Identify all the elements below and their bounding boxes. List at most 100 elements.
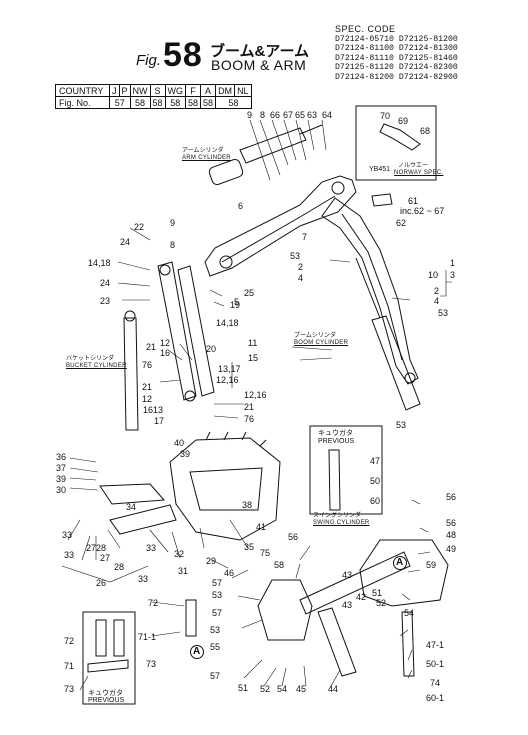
norway-box <box>355 105 437 181</box>
pin-prev-73 <box>87 659 129 673</box>
part-label: 4 <box>298 273 304 283</box>
figure-prefix: Fig. <box>136 52 162 69</box>
norway-code: YB451 <box>369 166 391 173</box>
boom-pin-hole <box>404 372 416 384</box>
part-label: 53 <box>290 251 301 261</box>
part-label: 74 <box>430 678 441 688</box>
part-label: 65 <box>295 110 306 120</box>
norway-label-jp: ノルウエー <box>398 163 429 169</box>
boom-cylinder-rod <box>355 257 381 319</box>
part-label: 9 <box>247 110 253 120</box>
part-label: 47-1 <box>426 640 445 650</box>
part-label: 68 <box>420 126 431 136</box>
part-label: 59 <box>426 560 437 570</box>
pin-prev-72 <box>95 619 107 657</box>
part-label: 3 <box>450 270 456 280</box>
part-label: 75 <box>260 548 271 558</box>
part-label: 66 <box>270 110 281 120</box>
part-label: 51 <box>372 588 383 598</box>
part-label: 27 <box>100 553 111 563</box>
part-label: 73 <box>64 684 75 694</box>
part-label: 36 <box>56 452 67 462</box>
leader-lines <box>67 119 431 689</box>
part-label: 49 <box>446 544 457 554</box>
part-label: 53 <box>438 308 449 318</box>
bucket-inner <box>189 467 263 511</box>
part-label: 14,18 <box>216 318 239 328</box>
swing-cylinder <box>299 551 411 615</box>
arm-inner-line <box>221 195 336 263</box>
part-label: 1 <box>450 258 456 268</box>
boom-inner-line <box>341 213 403 361</box>
previous-box-top <box>309 425 383 515</box>
pin-44 <box>317 607 357 677</box>
part-label: 23 <box>100 296 111 306</box>
part-label: 41 <box>256 522 267 532</box>
part-label: 50-1 <box>426 659 445 669</box>
part-label: 33 <box>138 574 149 584</box>
part-label: 40 <box>174 438 185 448</box>
part-label: 12,16 <box>216 375 239 385</box>
part-label: 42 <box>356 592 367 602</box>
part-label: 53 <box>212 590 223 600</box>
arm-cylinder-end <box>208 158 244 186</box>
swing-cylinder-label-en: SWING CYLINDER <box>313 520 370 526</box>
part-label: 28 <box>96 543 107 553</box>
spec-code-line: D72124-05710 D72125-81200 <box>335 34 458 44</box>
previous-label-en: PREVIOUS <box>318 438 355 445</box>
part-label: 57 <box>212 578 223 588</box>
part-label: 63 <box>307 110 318 120</box>
part-label: 39 <box>56 474 67 484</box>
part-label: 76 <box>142 360 153 370</box>
part-label: 71 <box>64 661 75 671</box>
part-label: 54 <box>277 684 288 694</box>
part-label: 67 <box>283 110 294 120</box>
previous-box-bottom <box>82 611 136 705</box>
pin-47 <box>328 449 341 511</box>
boom-cylinder-label-jp: ブームシリンダ <box>294 333 336 339</box>
part-label: 15 <box>248 353 259 363</box>
part-label: 27 <box>86 543 97 553</box>
part-label: 37 <box>56 463 67 473</box>
part-label: 70 <box>380 111 391 121</box>
spec-code-line: D72124-81200 D72124-82900 <box>335 72 458 82</box>
part-label: 19 <box>230 300 241 310</box>
arm-cylinder-label-en: ARM CYLINDER <box>182 155 231 161</box>
part-label: 13,17 <box>218 364 241 374</box>
circle-marker-letter: A <box>193 646 201 657</box>
part-label: 14,18 <box>88 258 111 268</box>
link-pin-hole <box>159 264 171 276</box>
arm-cylinder-body <box>239 127 307 164</box>
bucket-outline <box>169 437 281 541</box>
part-label: 17 <box>154 416 165 426</box>
part-label: 2 <box>434 286 440 296</box>
figure-title-english: BOOM & ARM <box>211 57 307 73</box>
lower-link <box>99 483 166 505</box>
part-label: 32 <box>174 549 185 559</box>
part-label: 52 <box>376 598 387 608</box>
part-label: 8 <box>260 110 266 120</box>
part-label: 64 <box>322 110 333 120</box>
bucket-cylinder-body <box>123 317 139 431</box>
arm-cylinder-rod <box>299 124 323 135</box>
norway-pin <box>379 123 421 151</box>
circle-marker-a-left <box>190 645 204 659</box>
fig-number-cell: 58 <box>200 96 217 109</box>
part-label: 53 <box>210 625 221 635</box>
part-label: 28 <box>114 562 125 572</box>
part-label: 45 <box>296 684 307 694</box>
fig-number-row-label: Fig. No. <box>55 96 110 109</box>
fig-number-cell: 58 <box>164 96 187 109</box>
part-label: 58 <box>274 560 285 570</box>
part-label: 57 <box>210 671 221 681</box>
boom-cylinder-body <box>371 315 421 411</box>
part-label: 20 <box>206 344 217 354</box>
circle-marker-a-right <box>393 556 407 570</box>
bucket-cylinder-label-en: BUCKET CYLINDER <box>66 363 127 369</box>
part-label: 21 <box>142 382 153 392</box>
part-label: 62 <box>396 218 407 228</box>
arm-pin-hole <box>331 181 345 195</box>
part-label: 4 <box>434 296 440 306</box>
part-label: 48 <box>446 530 457 540</box>
part-label: 12,16 <box>244 390 267 400</box>
